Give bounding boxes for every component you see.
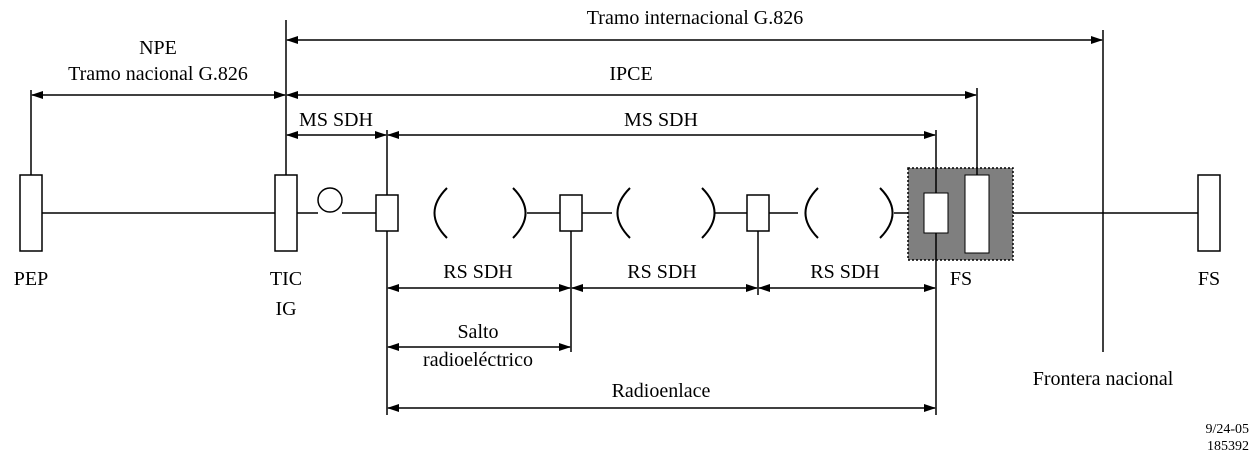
label-fs-right: FS: [1198, 268, 1220, 290]
label-ipce: IPCE: [609, 63, 652, 85]
label-salto-1: Salto: [457, 321, 498, 343]
fs-right-block: [1197, 174, 1221, 252]
label-rs-sdh-2: RS SDH: [627, 261, 696, 283]
dimension-arrows: [31, 36, 1103, 412]
label-ms-sdh-right: MS SDH: [624, 109, 698, 131]
label-radioenlace: Radioenlace: [612, 380, 711, 402]
fs-multiplexer-box: [907, 167, 1014, 261]
circle-symbol: [317, 187, 343, 213]
figure-ref-2: 185392: [1207, 439, 1249, 454]
label-ms-sdh-left: MS SDH: [299, 109, 373, 131]
radio-terminal-3: [746, 194, 770, 232]
label-fs-mid: FS: [950, 268, 972, 290]
label-tic: TIC: [270, 268, 302, 290]
radio-terminal-1: [375, 194, 399, 232]
pep-block: [19, 174, 43, 252]
label-npe: NPE: [139, 37, 177, 59]
tic-block: [274, 174, 298, 252]
label-rs-sdh-1: RS SDH: [443, 261, 512, 283]
label-salto-2: radioeléctrico: [423, 349, 533, 371]
antenna-arcs: [433, 187, 894, 239]
radio-terminal-2: [559, 194, 583, 232]
label-rs-sdh-3: RS SDH: [810, 261, 879, 283]
label-ig: IG: [275, 298, 296, 320]
label-frontera: Frontera nacional: [1033, 368, 1174, 390]
label-pep: PEP: [14, 268, 48, 290]
figure-ref-1: 9/24-05: [1205, 422, 1249, 437]
label-tramo-nacional: Tramo nacional G.826: [68, 63, 248, 85]
label-tramo-internacional: Tramo internacional G.826: [587, 7, 803, 29]
